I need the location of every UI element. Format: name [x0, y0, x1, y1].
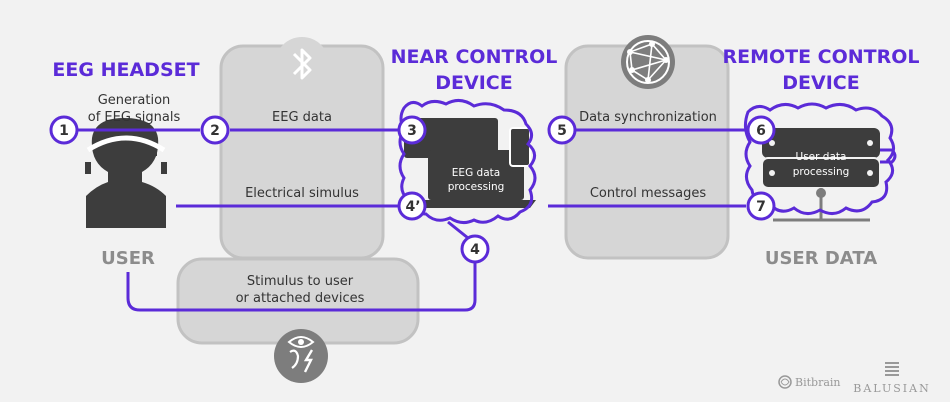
svg-text:1: 1	[59, 123, 69, 139]
user-title: USER	[101, 248, 155, 269]
data-sync-label: Data synchronization	[579, 110, 717, 125]
bluetooth-icon	[275, 37, 329, 91]
eeg-data-label: EEG data	[272, 110, 332, 125]
svg-text:Bitbrain: Bitbrain	[795, 376, 840, 389]
stimulus-label-2: or attached devices	[236, 291, 365, 306]
step-6: 6	[746, 115, 776, 145]
senses-icon	[274, 329, 328, 383]
step-4: 4	[460, 234, 490, 264]
line-4p-4	[447, 220, 469, 240]
svg-text:4: 4	[470, 242, 480, 258]
bitbrain-logo: Bitbrain	[778, 375, 840, 389]
generation-label-2: of EEG signals	[88, 110, 181, 125]
near-control-title-1: NEAR CONTROL	[391, 46, 558, 68]
svg-text:2: 2	[210, 123, 220, 139]
user-processing-label-2: processing	[793, 166, 850, 178]
step-1: 1	[49, 115, 79, 145]
electrical-simulus-label: Electrical simulus	[245, 186, 359, 201]
svg-text:4’: 4’	[405, 199, 420, 215]
server-icon	[761, 128, 881, 222]
eeg-processing-label-2: processing	[448, 181, 505, 193]
remote-control-title-1: REMOTE CONTROL	[722, 46, 919, 68]
globe-network-icon	[621, 35, 675, 89]
user-data-connector	[880, 148, 897, 164]
remote-control-title-2: DEVICE	[782, 72, 859, 94]
user-data-title: USER DATA	[765, 248, 877, 269]
control-messages-label: Control messages	[590, 186, 707, 201]
user-head-icon	[85, 118, 167, 228]
svg-text:5: 5	[557, 123, 567, 139]
step-7: 7	[746, 191, 776, 221]
stimulus-label-1: Stimulus to user	[247, 274, 354, 289]
step-4-prime: 4’	[397, 191, 427, 221]
remote-device-outline	[743, 102, 895, 215]
step-5: 5	[547, 115, 577, 145]
generation-label-1: Generation	[98, 93, 171, 108]
svg-text:3: 3	[407, 123, 417, 139]
svg-text:BALUSIAN: BALUSIAN	[853, 382, 930, 395]
laptop-icon	[404, 118, 536, 208]
near-device-outline	[398, 99, 537, 225]
eeg-headset-title: EEG HEADSET	[52, 59, 199, 81]
near-control-title-2: DEVICE	[435, 72, 512, 94]
user-processing-label-1: User data	[796, 151, 847, 163]
eeg-processing-label-1: EEG data	[452, 167, 500, 179]
svg-text:7: 7	[756, 199, 766, 215]
step-2: 2	[200, 115, 230, 145]
step-3: 3	[397, 115, 427, 145]
balusian-logo: BALUSIAN	[853, 362, 930, 395]
svg-text:6: 6	[756, 123, 766, 139]
line-4-user	[126, 262, 477, 312]
